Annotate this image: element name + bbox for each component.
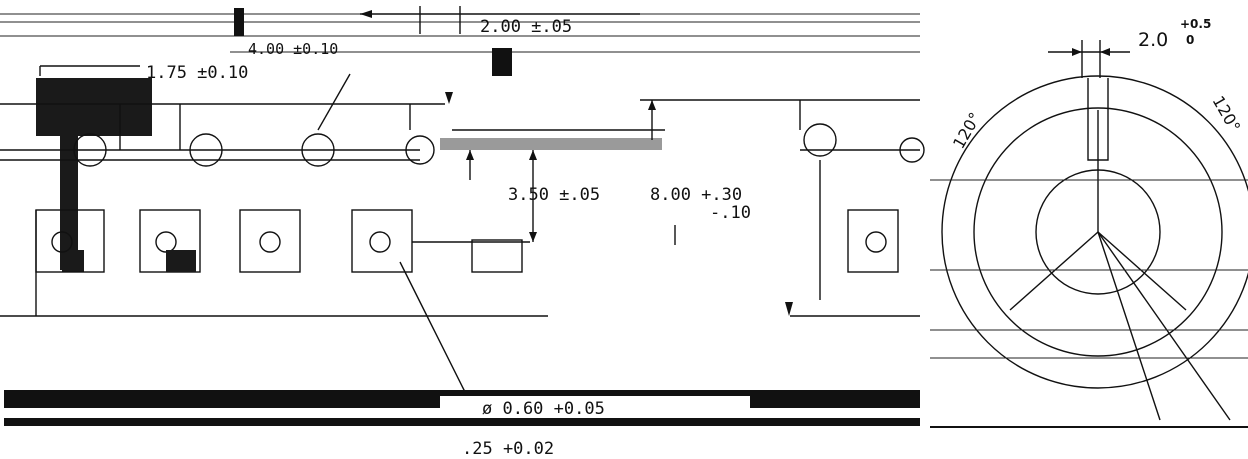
pitch-p2-dimension: 2.00 ±.05	[234, 6, 640, 37]
slot-width-dimension: 2.0 +0.5 0	[1048, 17, 1211, 78]
thickness-label: .25 +0.02	[462, 439, 554, 459]
slot-tol-upper: +0.5	[1180, 17, 1211, 31]
f-dimension: 3.50 ±.05	[466, 150, 600, 242]
slot-width-label: 2.0	[1138, 29, 1168, 51]
carrier-tape-drawing: 2.00 ±.05 4.00 ±0.10 1.75 ±0.10	[0, 6, 925, 459]
w-label: 8.00 +.30	[650, 185, 742, 205]
pitch-p0-dimension: 4.00 ±0.10	[248, 40, 512, 76]
w-dimension: 8.00 +.30 -.10	[648, 100, 751, 245]
pitch-p0-label: 4.00 ±0.10	[248, 40, 338, 58]
f-label: 3.50 ±.05	[508, 185, 600, 205]
reel-hub-drawing: 2.0 +0.5 0 120° 120°	[930, 0, 1248, 459]
pitch-p2-label: 2.00 ±.05	[480, 17, 572, 37]
hole-diameter-label: ø 0.60 +0.05	[482, 399, 605, 419]
w-tol-label: -.10	[710, 203, 751, 223]
e1-dimension: 1.75 ±0.10	[39, 63, 248, 83]
component-pockets	[35, 209, 899, 273]
slot-tol-lower: 0	[1186, 33, 1194, 47]
sprocket-hole-row	[0, 100, 925, 167]
e1-label: 1.75 ±0.10	[146, 63, 248, 83]
